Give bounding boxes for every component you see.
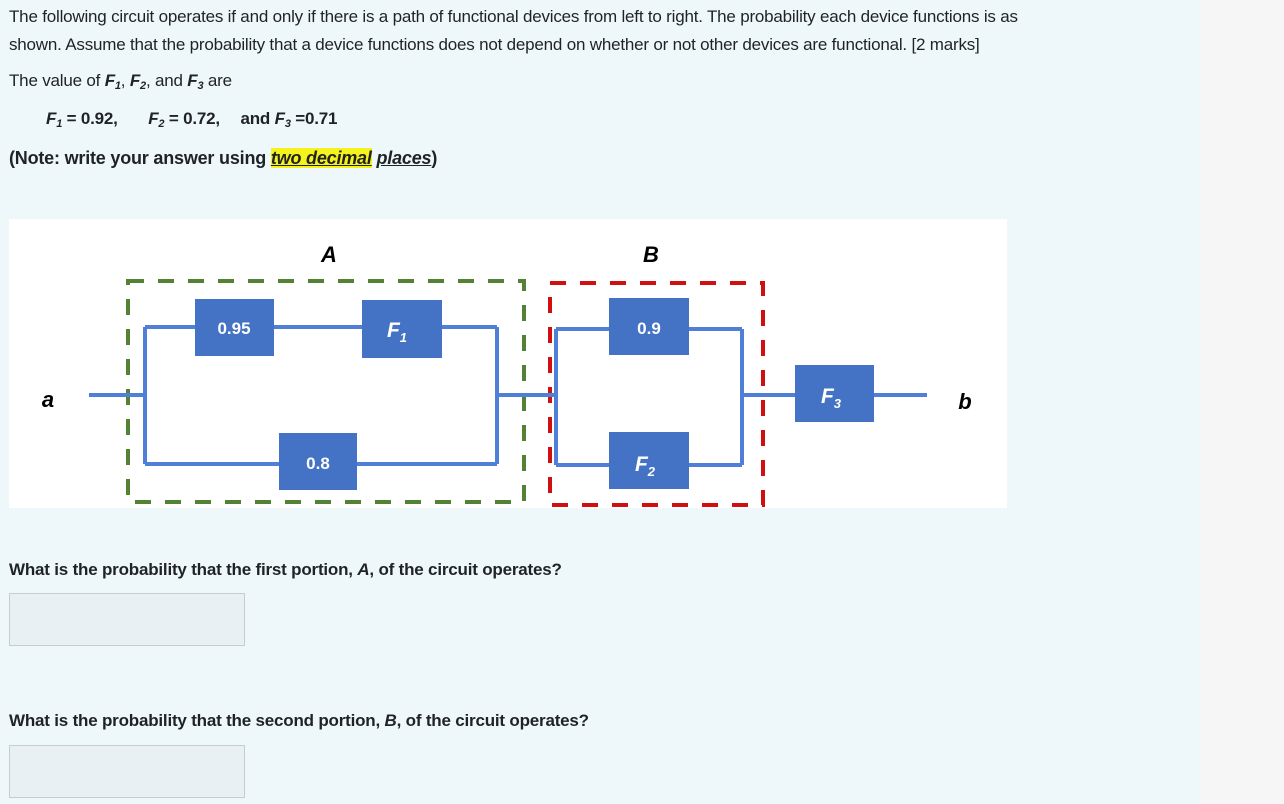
answer-a-input[interactable] (9, 593, 245, 646)
note-places: places (376, 148, 432, 168)
device-f3 (795, 365, 874, 422)
wires (89, 325, 927, 467)
device-f2 (609, 432, 689, 489)
f3-value-symbol: F3 (274, 109, 291, 130)
question-a-text: What is the probability that the first p… (9, 560, 358, 579)
device-f2-label: F2 (635, 453, 656, 479)
note-suffix: ) (431, 148, 438, 168)
comma: , (120, 71, 130, 90)
question-b: What is the probability that the second … (9, 711, 589, 731)
circuit-svg: 0.95 F1 0.8 0.9 F2 F3 A B a b (42, 242, 972, 507)
endpoint-b-label: b (958, 389, 971, 414)
section-a-label: A (320, 242, 337, 267)
endpoint-a-label: a (42, 387, 54, 412)
f2-value-symbol: F2 (148, 109, 165, 130)
f1-value: = 0.92, (66, 109, 118, 128)
device-f1-label: F1 (387, 319, 407, 345)
device-0.95 (195, 299, 274, 356)
and-text: and (240, 109, 275, 128)
intro-text: The following circuit operates if and on… (9, 3, 1018, 59)
question-b-tail: , of the circuit operates? (396, 711, 589, 730)
f3-symbol: F3 (187, 71, 204, 92)
device-f1 (362, 300, 442, 358)
answer-b-input[interactable] (9, 745, 245, 798)
device-0.9-label: 0.9 (637, 319, 661, 338)
f3-value: =0.71 (295, 109, 338, 128)
circuit-diagram: 0.95 F1 0.8 0.9 F2 F3 A B a b (9, 219, 1007, 508)
question-a-tail: , of the circuit operates? (369, 560, 562, 579)
note-prefix: (Note: write your answer using (9, 148, 271, 168)
values-intro: The value of F1, F2, and F3 are (9, 67, 232, 100)
values-list: F1 = 0.92, F2 = 0.72, and F3 =0.71 (46, 105, 337, 138)
f1-symbol: F1 (104, 71, 121, 92)
question-a: What is the probability that the first p… (9, 560, 562, 580)
section-b-label: B (643, 242, 659, 267)
device-f3-label: F3 (821, 385, 842, 411)
question-a-var: A (357, 560, 370, 579)
f1-value-symbol: F1 (46, 109, 63, 130)
intro-line-2: shown. Assume that the probability that … (9, 35, 980, 54)
device-0.8 (279, 433, 357, 490)
question-b-var: B (384, 711, 397, 730)
device-0.8-label: 0.8 (306, 454, 330, 473)
f2-symbol: F2 (129, 71, 146, 92)
intro-line-1: The following circuit operates if and on… (9, 7, 1018, 26)
question-b-text: What is the probability that the second … (9, 711, 385, 730)
question-page: The following circuit operates if and on… (9, 3, 1018, 798)
section-a-border (126, 279, 526, 504)
note-highlight: two decimal (270, 148, 372, 168)
values-tail: are (203, 71, 232, 90)
and-text: , and (145, 71, 188, 90)
device-0.95-label: 0.95 (217, 319, 250, 338)
f2-value: = 0.72, (168, 109, 220, 128)
note-text: (Note: write your answer using two decim… (9, 144, 437, 172)
values-lead: The value of (9, 71, 105, 90)
device-0.9 (609, 298, 689, 355)
